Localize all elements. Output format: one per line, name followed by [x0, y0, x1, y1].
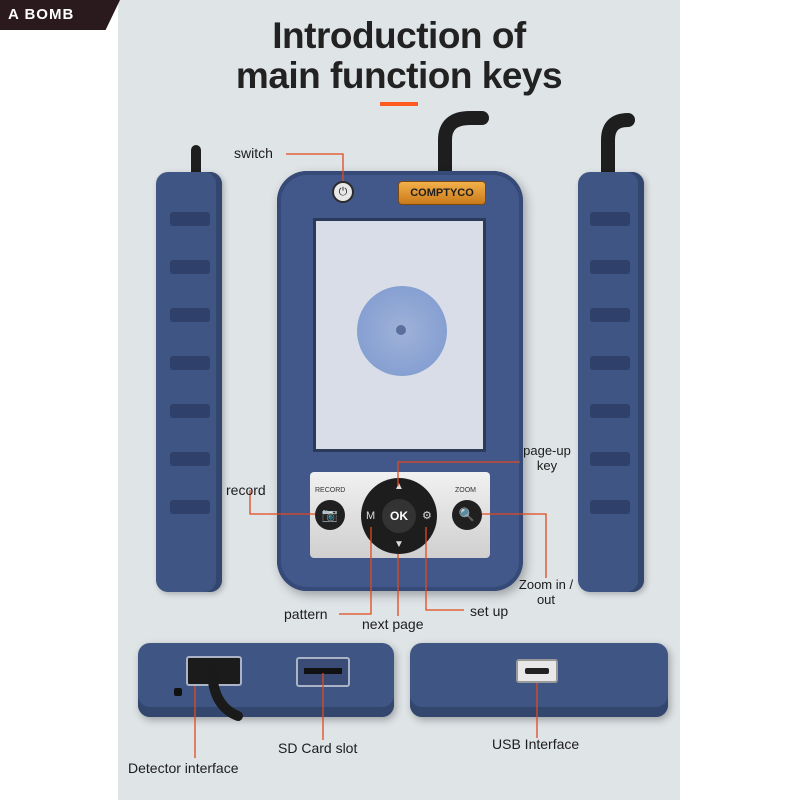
side-ridge	[590, 260, 630, 274]
detector-label: Detector interface	[128, 760, 239, 776]
side-ridge	[170, 404, 210, 418]
zoom-label: Zoom in / out	[518, 577, 574, 607]
side-ridge	[170, 356, 210, 370]
side-ridge	[590, 212, 630, 226]
next-page-label: next page	[362, 616, 424, 632]
pattern-label: pattern	[284, 606, 328, 622]
zoom-button[interactable]: 🔍	[452, 500, 482, 530]
title-line-1: Introduction of	[272, 15, 526, 56]
sd-slot-opening	[304, 668, 342, 674]
side-ridge	[590, 500, 630, 514]
usb-port-opening	[525, 668, 549, 674]
gear-icon[interactable]: ⚙	[422, 510, 432, 522]
title-line-2: main function keys	[235, 55, 563, 96]
record-caption: RECORD	[315, 487, 346, 494]
side-ridge	[590, 452, 630, 466]
title-accent-bar	[380, 102, 418, 106]
left-side-view	[156, 172, 222, 592]
magnifier-icon: 🔍	[458, 507, 476, 522]
right-side-view	[578, 172, 644, 592]
up-arrow-icon[interactable]: ▲	[394, 481, 404, 492]
side-ridge	[170, 500, 210, 514]
zoom-caption: ZOOM	[455, 487, 476, 494]
down-arrow-icon[interactable]: ▼	[394, 539, 404, 550]
side-ridge	[590, 308, 630, 322]
camera-icon: 📷	[321, 507, 339, 522]
side-ridge	[170, 260, 210, 274]
mode-key[interactable]: M	[366, 510, 376, 522]
side-ridge	[590, 404, 630, 418]
side-ridge	[590, 356, 630, 370]
brand-badge: A BOMB	[0, 0, 120, 30]
indicator-led	[174, 688, 182, 696]
usb-label: USB Interface	[492, 736, 580, 752]
sd-card-label: SD Card slot	[278, 740, 358, 756]
switch-label: switch	[234, 145, 273, 161]
side-ridge	[170, 308, 210, 322]
side-ridge	[170, 212, 210, 226]
record-label: record	[226, 482, 266, 498]
bottom-view-left	[138, 643, 394, 717]
page-up-label: page-up key	[523, 443, 571, 473]
device-brand-plate: COMPTYCO	[398, 181, 486, 205]
lens-center	[396, 325, 406, 335]
side-ridge	[170, 452, 210, 466]
ok-button[interactable]: OK	[382, 499, 416, 533]
set-up-label: set up	[470, 603, 509, 619]
record-button[interactable]: 📷	[315, 500, 345, 530]
power-icon[interactable]: ⏻	[332, 181, 354, 203]
